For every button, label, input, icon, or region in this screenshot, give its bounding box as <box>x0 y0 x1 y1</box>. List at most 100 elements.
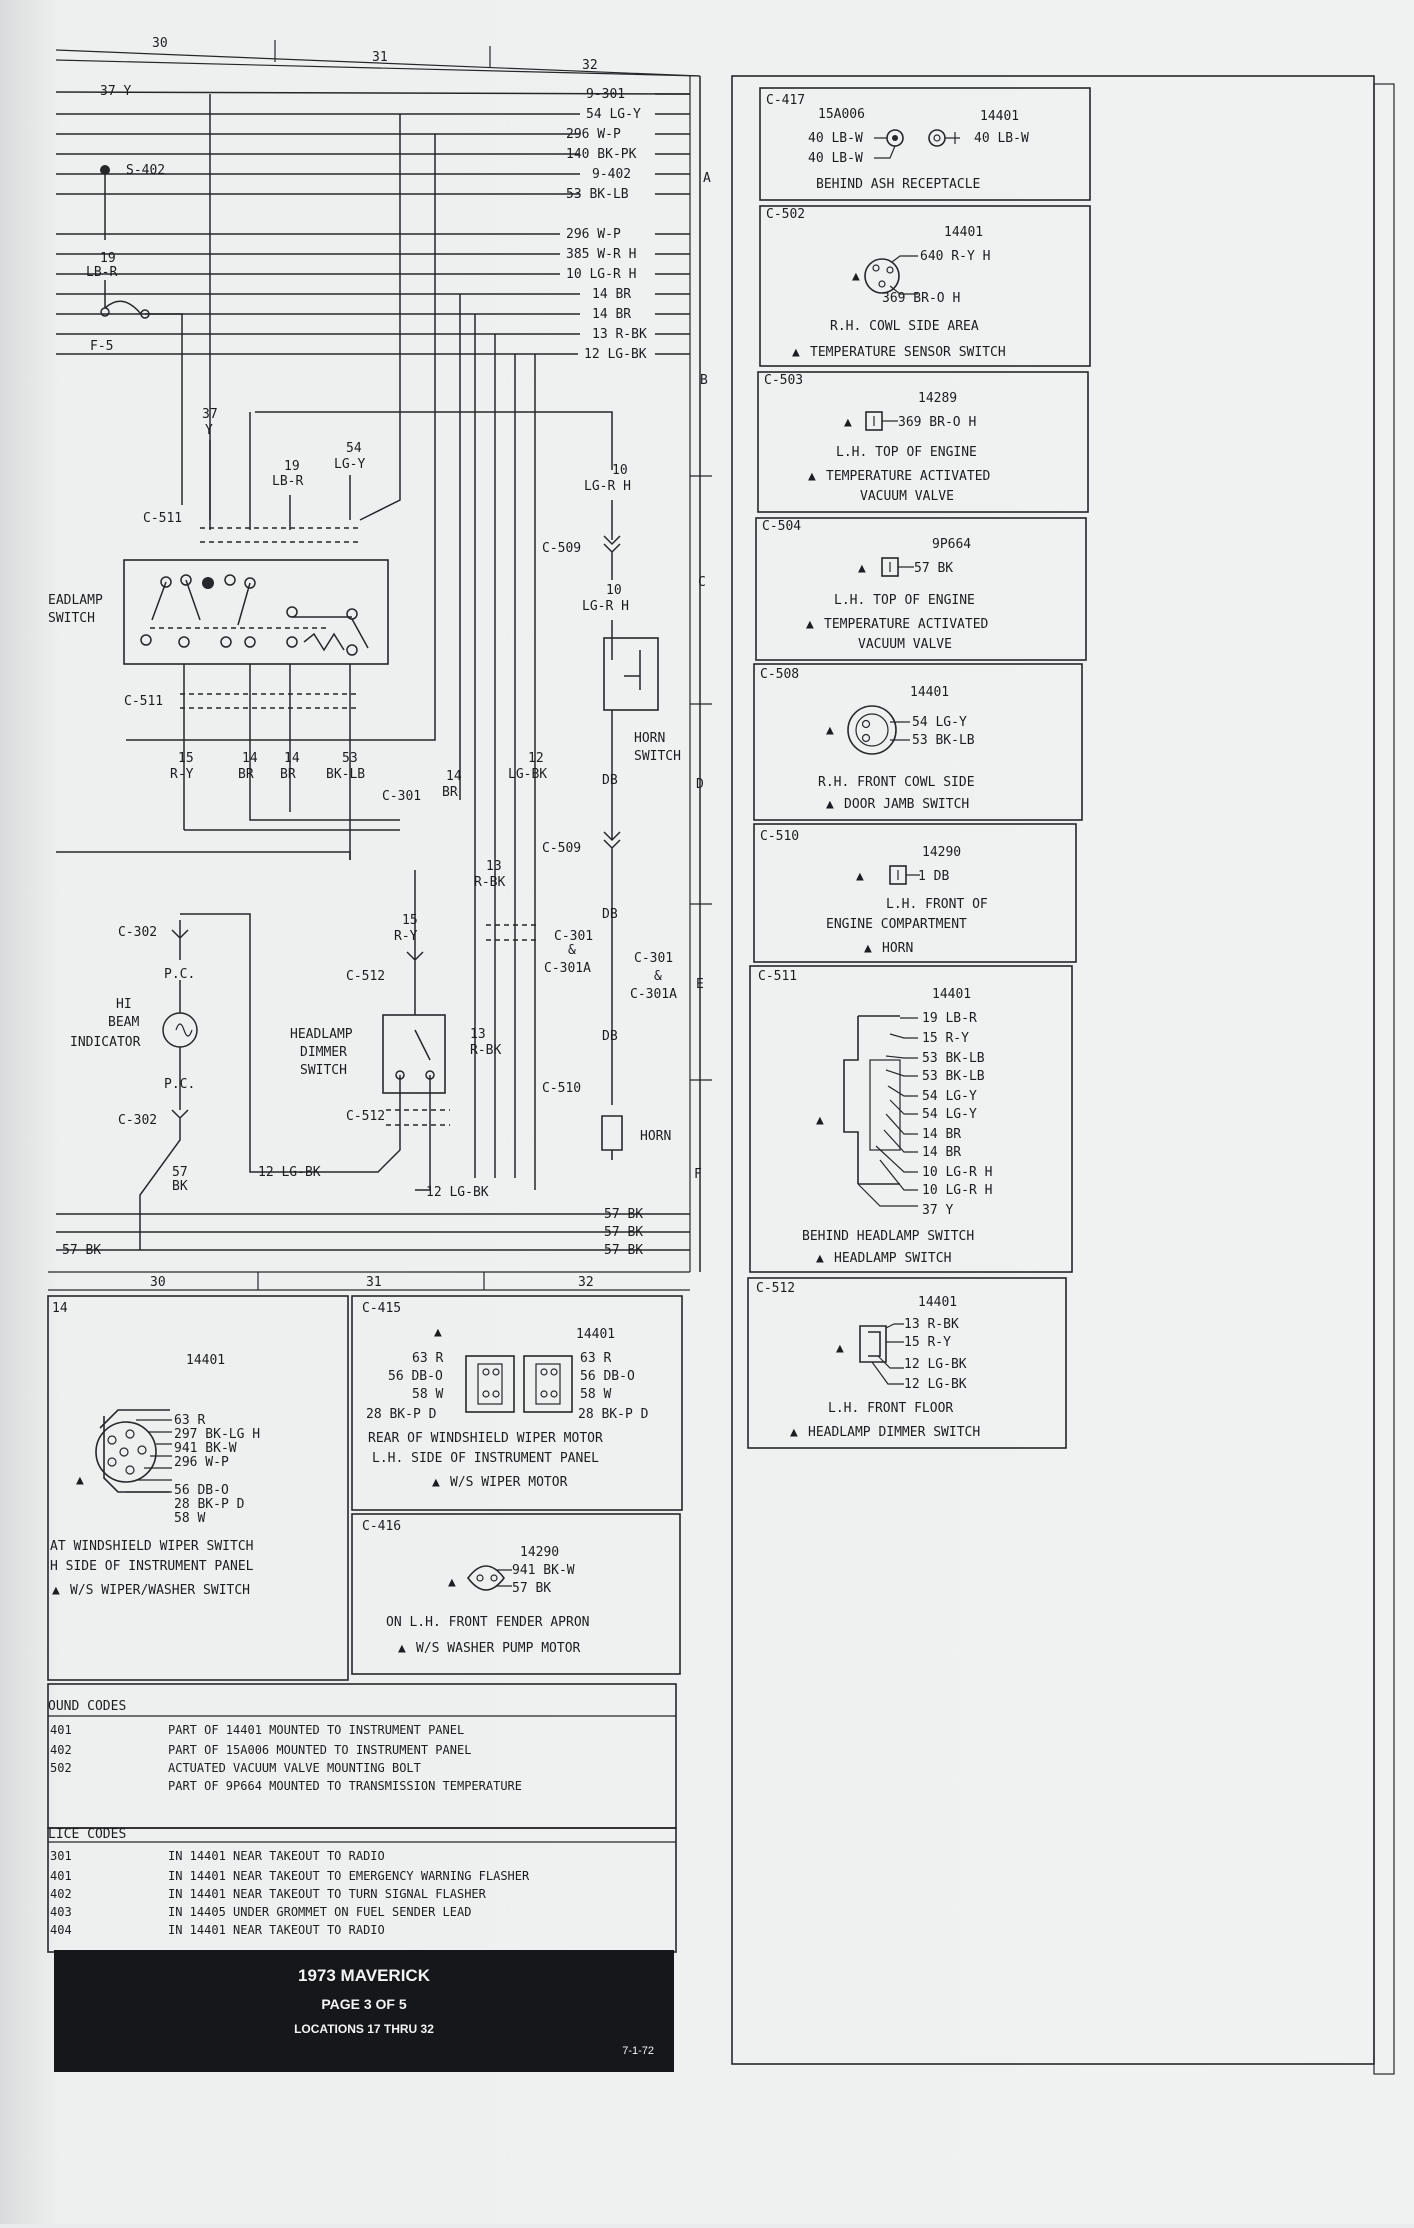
wire-label: LG-Y <box>334 457 365 472</box>
column-label: 32 <box>578 1275 594 1290</box>
wire-label: Y <box>205 423 213 438</box>
location-text: TEMPERATURE ACTIVATED <box>826 469 991 484</box>
connector-part: 14290 <box>922 845 961 860</box>
pin-label: 369 BR-O H <box>898 415 976 430</box>
component-label: SWITCH <box>634 749 681 764</box>
headlamp-switch-plug <box>843 1015 900 1185</box>
wire-label: 57 BK <box>604 1207 643 1222</box>
connector-label: & <box>654 969 662 984</box>
wire-label: 14 BR <box>592 287 631 302</box>
svg-text:▲: ▲ <box>434 1325 442 1340</box>
connector-part: 14401 <box>910 685 949 700</box>
wire-label: 15 <box>178 751 194 766</box>
svg-text:301: 301 <box>50 1849 72 1863</box>
location-text: W/S WASHER PUMP MOTOR <box>416 1641 581 1656</box>
pin-label: 63 R <box>412 1351 443 1366</box>
svg-text:IN 14401 NEAR TAKEOUT TO RADIO: IN 14401 NEAR TAKEOUT TO RADIO <box>168 1923 385 1937</box>
pin-label: 15 R-Y <box>922 1031 969 1046</box>
pin-label: 37 Y <box>922 1203 953 1218</box>
column-label: 31 <box>372 50 388 65</box>
connector-id: C-504 <box>762 519 801 534</box>
pin-label: 56 DB-O <box>580 1369 635 1384</box>
wire-label: 54 LG-Y <box>586 107 641 122</box>
svg-text:403: 403 <box>50 1905 72 1919</box>
switch-contacts <box>140 574 369 656</box>
wire-label: 385 W-R H <box>566 247 636 262</box>
pin-label: 19 LB-R <box>922 1011 977 1026</box>
row-label: E <box>696 977 704 992</box>
pin-label: 10 LG-R H <box>922 1183 992 1198</box>
wire-label: DB <box>602 1029 618 1044</box>
location-text: L.H. FRONT FLOOR <box>828 1401 953 1416</box>
connector-panel-c508 <box>753 663 1083 821</box>
location-text: L.H. SIDE OF INSTRUMENT PANEL <box>372 1451 599 1466</box>
pin-label: 941 BK-W <box>512 1563 575 1578</box>
wire-label: 57 BK <box>604 1225 643 1240</box>
wire-label: 15 <box>402 913 418 928</box>
connector-part: 14401 <box>944 225 983 240</box>
column-label: 30 <box>152 36 168 51</box>
fuse-label: F-5 <box>90 339 113 354</box>
component-label: SWITCH <box>300 1063 347 1078</box>
pin-label: 54 LG-Y <box>912 715 967 730</box>
pin-label: 28 BK-P D <box>366 1407 437 1422</box>
pin-label: 63 R <box>174 1413 205 1428</box>
pin-label: 28 BK-P D <box>578 1407 649 1422</box>
pin-label: 58 W <box>412 1387 443 1402</box>
component-label: HORN <box>634 731 665 746</box>
connector-id: C-416 <box>362 1519 401 1534</box>
connector-panel-14 <box>47 1295 349 1681</box>
wire-label: 10 <box>612 463 628 478</box>
component-label: BEAM <box>108 1015 139 1030</box>
connector-part: 14401 <box>932 987 971 1002</box>
location-text: ENGINE COMPARTMENT <box>826 917 967 932</box>
connector-label: P.C. <box>164 967 195 982</box>
wire-label: R-BK <box>474 875 505 890</box>
connector-label: C-512 <box>346 1109 385 1124</box>
svg-text:▲: ▲ <box>448 1575 456 1590</box>
svg-text:502: 502 <box>50 1761 72 1775</box>
location-text: AT WINDSHIELD WIPER SWITCH <box>50 1539 254 1554</box>
connector-c511-top <box>200 527 360 543</box>
svg-text:402: 402 <box>50 1887 72 1901</box>
svg-text:▲: ▲ <box>76 1473 84 1488</box>
svg-text:▲: ▲ <box>864 941 872 956</box>
wire-label: LG-R H <box>584 479 631 494</box>
svg-text:▲: ▲ <box>816 1113 824 1128</box>
row-label: B <box>700 373 708 388</box>
pin-label: 1 DB <box>918 869 949 884</box>
door-jamb-plug <box>847 705 897 755</box>
svg-text:401: 401 <box>50 1723 72 1737</box>
location-text: HEADLAMP DIMMER SWITCH <box>808 1425 980 1440</box>
connector-label: C-301A <box>544 961 591 976</box>
svg-text:▲: ▲ <box>826 797 834 812</box>
connector-part: 9P664 <box>932 537 971 552</box>
column-header-line <box>55 49 701 77</box>
pin-label: 12 LG-BK <box>904 1357 967 1372</box>
wire-label: 19 <box>100 251 116 266</box>
svg-text:ACTUATED VACUUM VALVE MOUNTING: ACTUATED VACUUM VALVE MOUNTING BOLT <box>168 1761 421 1775</box>
pin-label: 297 BK-LG H <box>174 1427 260 1442</box>
pin-label: 56 DB-O <box>388 1369 443 1384</box>
wire-label: 14 <box>242 751 258 766</box>
wire-label: 13 <box>470 1027 486 1042</box>
location-text: REAR OF WINDSHIELD WIPER MOTOR <box>368 1431 603 1446</box>
location-text: W/S WIPER/WASHER SWITCH <box>70 1583 250 1598</box>
section-title: LICE CODES <box>48 1827 126 1842</box>
splice-dot <box>100 165 110 175</box>
svg-text:▲: ▲ <box>52 1583 60 1598</box>
c511-pin-leads <box>857 1017 918 1207</box>
pin-label: 296 W-P <box>174 1455 229 1470</box>
pin-label: 56 DB-O <box>174 1483 229 1498</box>
pin-label: 57 BK <box>512 1581 551 1596</box>
wire-label: 37 Y <box>100 84 131 99</box>
wire-label: 19 <box>284 459 300 474</box>
pin-label: 57 BK <box>914 561 953 576</box>
component-label: SWITCH <box>48 611 95 626</box>
horn-switch-box <box>603 637 659 711</box>
page-locations: LOCATIONS 17 THRU 32 <box>294 2022 434 2036</box>
connector-panel-c510 <box>753 823 1077 963</box>
wire-label: BR <box>280 767 296 782</box>
svg-text:▲: ▲ <box>858 561 866 576</box>
